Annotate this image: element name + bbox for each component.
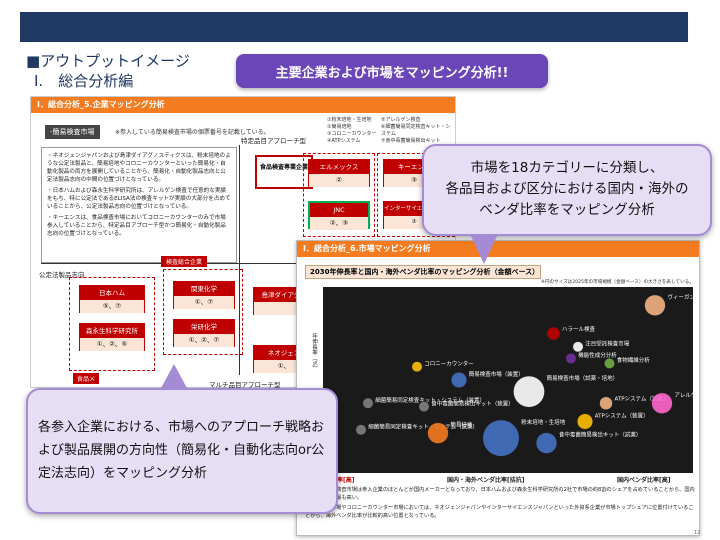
test-company-label: 検査総合企業 [161, 256, 208, 267]
bubble-point [535, 432, 558, 454]
slide2-bullets: ・アレルゲン検査市場は参入企業のほとんどが国内メーカーとなっており、日本ハムおよ… [305, 487, 695, 519]
bubble-point [411, 361, 423, 373]
vertical-axis [239, 145, 240, 375]
axis-bottom-label: マルチ品目アプローチ型 [209, 381, 281, 389]
bubble-label: コロニーカウンター [424, 360, 474, 368]
chart-note: ※円のサイズは2025年の市場規模（金額ベース）の大きさを表している。 [541, 280, 694, 285]
bubble-point [644, 294, 666, 316]
market-label: -簡易検査市場 [45, 125, 100, 139]
group-left [303, 153, 375, 237]
market-mapping-slide: Ⅰ．総合分析_6.市場マッピング分析 2030年伸長率と国内・海外ベンダ比率のマ… [296, 240, 713, 536]
slide2-heading: Ⅰ．総合分析_6.市場マッピング分析 [297, 241, 699, 257]
bubble-point [362, 397, 374, 409]
chart-title: 2030年伸長率と国内・海外ベンダ比率のマッピング分析（金額ベース） [305, 265, 541, 279]
bubble-point [565, 352, 577, 364]
bubble-point [427, 422, 449, 444]
bubble-point [418, 401, 430, 413]
bubble-point [513, 375, 545, 408]
callout-company: 各参入企業における、市場へのアプローチ戦略および製品展開の方向性（簡易化・自動化… [26, 388, 338, 514]
callout-market-pointer [470, 234, 498, 264]
axis-left-label: 公定法製品志向 [39, 271, 85, 279]
bubble-chart-svg: ヴィーガン検査ハラール検査注目受託検査市場機能性成分分析食物繊維分析コロニーカウ… [355, 293, 713, 457]
bubble-label: 注目受託検査市場 [585, 340, 630, 348]
bubble-label: アレルゲン検査 [674, 391, 693, 399]
bubble-point [604, 357, 615, 369]
group-official [69, 277, 155, 371]
bubble-label: ATPシステム（装置） [595, 412, 649, 420]
bubble-label: 簡易培地 [450, 421, 473, 429]
callout-market: 市場を18カテゴリーに分類し、 各品目および区分における国内・海外の ベンダ比率… [422, 144, 712, 236]
bubble-label: 食中毒菌簡易検出キット（装置） [431, 399, 514, 407]
bubble-label: 細菌簡易同定検査キット・システム（装置） [375, 396, 485, 404]
bubble-label: 簡易検査市場（試薬・培地） [547, 374, 619, 382]
bubble-point [572, 341, 584, 353]
slide1-note: ※参入している簡易検査市場の個票番号を記載している。 [115, 129, 270, 136]
callout-company-pointer [160, 364, 188, 390]
page-subtitle: Ⅰ. 総合分析編 [34, 72, 134, 90]
bubble-label: ATPシステム（試薬） [615, 395, 669, 403]
chart-ylabel: 年伸長率（%） [311, 333, 317, 372]
slide1-heading: Ⅰ．総合分析_5.企業マッピング分析 [31, 97, 455, 113]
banner: 主要企業および市場をマッピング分析!! [236, 54, 548, 88]
bubble-label: 機能性成分分析 [578, 351, 617, 359]
bubble-point [482, 419, 520, 457]
food-maker-label: 食品メ [73, 373, 100, 384]
bubble-label: 食物繊維分析 [617, 356, 651, 364]
bubble-label: ハラール検査 [562, 325, 596, 333]
bubble-label: 簡易検査市場（装置） [469, 370, 524, 378]
page-number: 12 [694, 530, 701, 536]
bubble-point [450, 371, 468, 389]
bubble-label: ヴィーガン検査 [667, 293, 693, 301]
group-test [163, 269, 243, 355]
bubble-point [546, 326, 561, 341]
description-box: ・ネオジェンジャパンおよび島津ダイアグノスティクスは、粉末培地のような公定法製品… [41, 147, 237, 263]
x-label-domestic: 国内ベンダ比率[高] [617, 477, 671, 484]
bubble-label: 粉末培地・生培地 [521, 418, 566, 426]
top-bar [20, 12, 688, 42]
bubble-label: 細菌簡易同定検査キット・システム（試薬） [368, 423, 478, 431]
bubble-point [355, 424, 367, 436]
bubble-point [576, 413, 594, 430]
bubble-point [599, 396, 613, 410]
axis-top-label: 特定品目アプローチ型 [241, 137, 306, 145]
bubble-label: 食中毒菌簡易検出キット（試薬） [559, 431, 642, 439]
x-label-balanced: 国内・海外ベンダ比率[拮抗] [447, 477, 525, 484]
bubble-point [651, 392, 673, 414]
bubble-chart: ヴィーガン検査ハラール検査注目受託検査市場機能性成分分析食物繊維分析コロニーカウ… [323, 287, 713, 473]
page-title: ■アウトプットイメージ [26, 52, 190, 70]
horizontal-axis [41, 263, 455, 264]
